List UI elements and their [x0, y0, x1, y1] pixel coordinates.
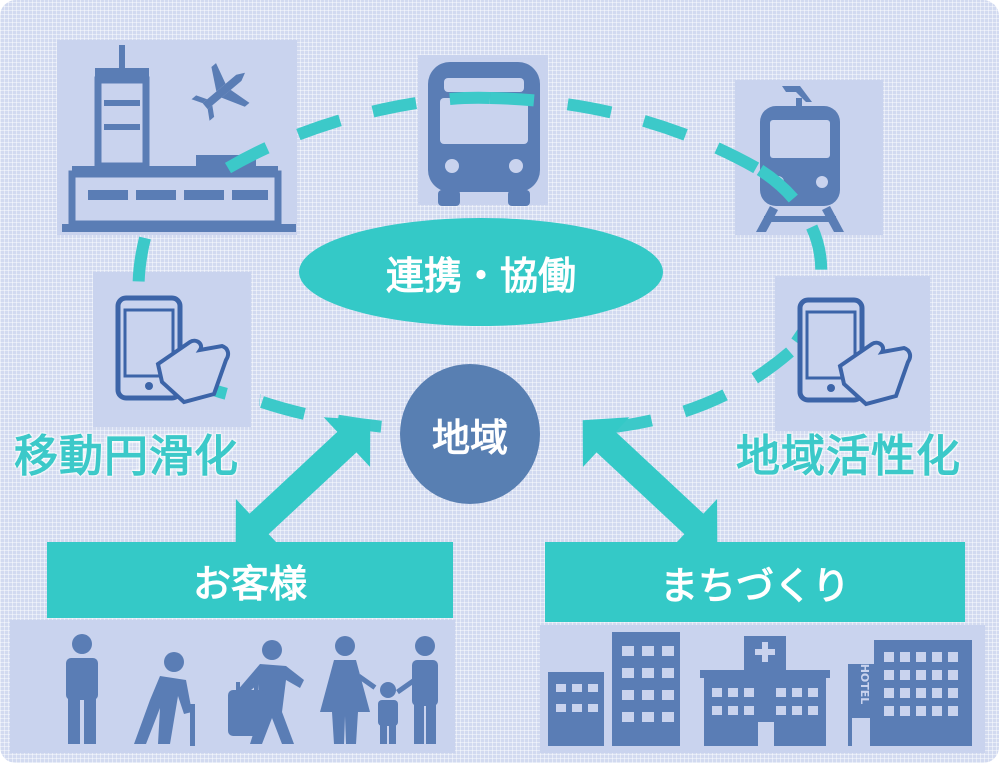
arrow-left	[235, 417, 371, 549]
airplane-icon	[191, 63, 250, 121]
smartphone-touch-icon	[115, 295, 231, 405]
customers-banner: お客様	[47, 542, 453, 618]
hospital-icon	[700, 636, 830, 746]
left-caption: 移動円滑化	[14, 431, 239, 482]
arrow-right	[582, 417, 718, 549]
collaboration-label: 連携・協働	[385, 253, 576, 298]
bus-icon	[428, 62, 540, 206]
people-icon	[66, 634, 438, 746]
office-building-icon	[548, 632, 680, 746]
hotel-icon	[848, 640, 972, 746]
region-circle	[400, 364, 540, 504]
collaboration-ellipse	[299, 218, 663, 326]
right-caption: 地域活性化	[736, 431, 961, 482]
train-icon	[756, 86, 844, 232]
hotel-sign: HOTEL	[858, 664, 871, 705]
airport-icon	[62, 45, 296, 232]
region-label: 地域	[431, 415, 508, 460]
smartphone-touch-icon	[797, 297, 913, 407]
town-planning-banner: まちづくり	[545, 542, 965, 622]
